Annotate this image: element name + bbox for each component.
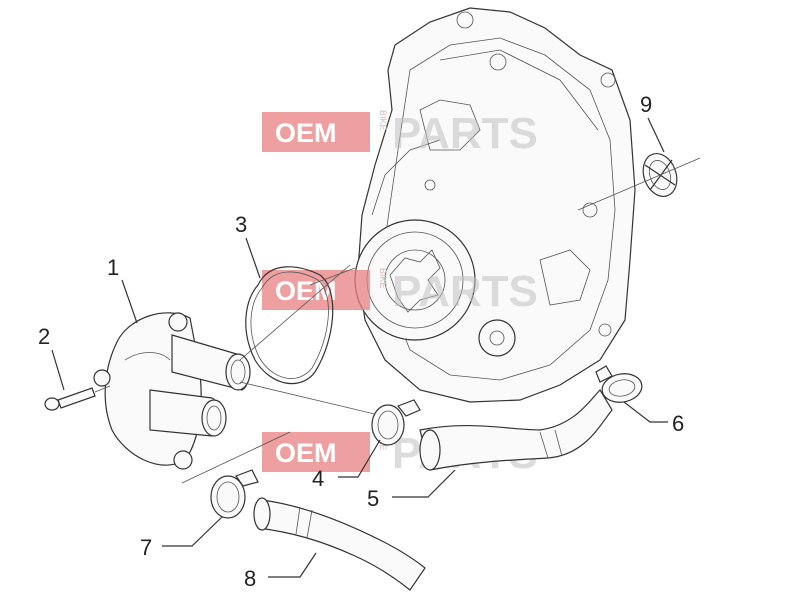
callout-9: 9: [640, 92, 652, 117]
svg-text:OEM: OEM: [275, 438, 337, 468]
part-6-clamp: [595, 365, 643, 403]
svg-text:PARTS: PARTS: [392, 109, 538, 158]
leader-lines: [51, 117, 668, 578]
part-7-clamp: [181, 431, 291, 519]
svg-text:PARTS: PARTS: [392, 267, 538, 316]
callouts: 1 2 3 4 5 6 7 8 9: [38, 92, 684, 591]
callout-5: 5: [367, 486, 379, 511]
part-8-hose: [253, 497, 426, 591]
callout-8: 8: [244, 566, 256, 591]
part-4-clamp: [371, 399, 421, 446]
part-9-plug: [577, 153, 701, 211]
callout-1: 1: [107, 255, 119, 280]
svg-text:BIKE: BIKE: [378, 268, 388, 289]
svg-text:OEM: OEM: [275, 276, 337, 306]
callout-3: 3: [235, 212, 247, 237]
callout-6: 6: [672, 411, 684, 436]
callout-2: 2: [38, 324, 50, 349]
part-1-pump-cover: [93, 264, 401, 470]
part-5-hose: [419, 389, 613, 471]
callout-4: 4: [312, 466, 324, 491]
watermark-middle: OEM BIKE PARTS: [262, 267, 538, 316]
part-3-o-ring: [245, 266, 356, 385]
crankcase-cover: [354, 7, 636, 403]
svg-text:OEM: OEM: [275, 118, 337, 148]
part-2-screw: [44, 385, 111, 411]
callout-7: 7: [140, 535, 152, 560]
watermark-top: OEM BIKE PARTS: [262, 109, 538, 158]
svg-text:BIKE: BIKE: [378, 110, 388, 131]
